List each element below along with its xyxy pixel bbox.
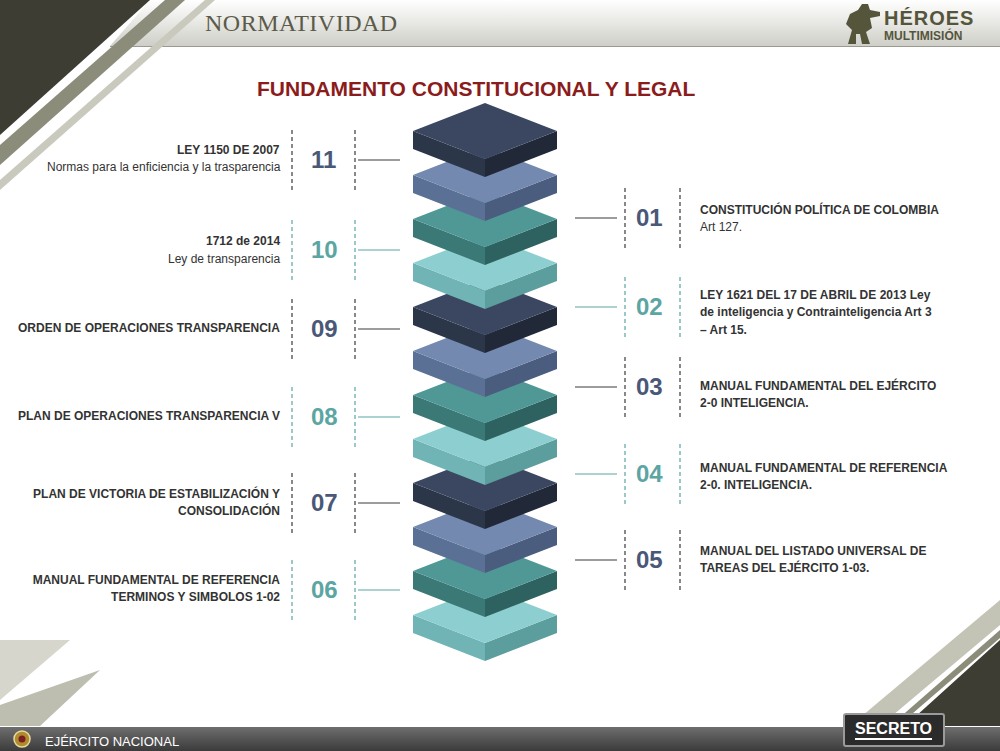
dashed-divider: [354, 130, 355, 190]
corner-stripe: [0, 670, 100, 726]
soldier-logo: [846, 4, 880, 44]
dashed-divider: [291, 560, 292, 620]
dashed-divider: [354, 220, 355, 280]
header-rule: [110, 46, 1000, 47]
callout-number: 02: [636, 295, 663, 319]
dashed-divider: [624, 188, 625, 248]
dashed-divider: [291, 220, 292, 280]
item-text: MANUAL DEL LISTADO UNIVERSAL DE TAREAS D…: [700, 543, 950, 578]
dashed-divider: [354, 387, 355, 447]
item-text: Normas para la enficiencia y la traspare…: [47, 159, 280, 176]
item-text: MANUAL FUNDAMENTAL DEL EJÉRCITO 2-0 INTE…: [700, 378, 945, 413]
army-emblem: [12, 729, 32, 749]
header-bar: [110, 0, 1000, 46]
corner-stripe: [890, 630, 1000, 726]
emblem-center: [19, 736, 26, 743]
diagram-title: FUNDAMENTO CONSTITUCIONAL Y LEGAL: [257, 77, 695, 101]
item-text: Ley de transparencia: [168, 251, 280, 268]
callout-number: 05: [636, 548, 663, 572]
leader-line: [358, 502, 400, 503]
leader-line: [358, 328, 400, 329]
dashed-divider: [291, 299, 292, 359]
item-text: PLAN DE VICTORIA DE ESTABILIZACIÓN Y CON…: [15, 486, 280, 521]
leader-lines: [292, 130, 680, 620]
item-heading: CONSTITUCIÓN POLÍTICA DE COLOMBIA: [700, 202, 939, 219]
item-heading: LEY 1150 DE 2007: [177, 142, 280, 159]
item-text: ORDEN DE OPERACIONES TRANSPARENCIA: [18, 320, 280, 337]
item-heading: 1712 de 2014: [206, 233, 280, 250]
dashed-divider: [291, 473, 292, 533]
dashed-divider: [624, 277, 625, 337]
leader-line: [358, 416, 400, 417]
dashed-divider: [679, 444, 680, 504]
leader-line: [575, 217, 617, 218]
leader-line: [358, 249, 400, 250]
item-text: PLAN DE OPERACIONES TRANSPARENCIA V: [18, 408, 280, 425]
dashed-divider: [624, 357, 625, 417]
item-text: MANUAL FUNDAMENTAL DE REFERENCIA 2-0. IN…: [700, 460, 955, 495]
dashed-divider: [624, 444, 625, 504]
item-text: MANUAL FUNDAMENTAL DE REFERENCIA TERMINO…: [25, 572, 280, 607]
corner-stripe: [0, 0, 185, 165]
callout-number: 03: [636, 375, 663, 399]
item-text: Art 127.: [700, 219, 742, 236]
callout-number: 07: [311, 491, 338, 515]
emblem-circle: [14, 731, 30, 747]
leader-line: [358, 589, 400, 590]
leader-line: [575, 559, 617, 560]
dashed-divider: [291, 130, 292, 190]
callout-number: 09: [311, 317, 338, 341]
footer-text: EJÉRCITO NACIONAL: [45, 734, 179, 749]
logo-text: MULTIMISIÓN: [884, 30, 962, 42]
callout-number: 01: [636, 206, 663, 230]
callout-number: 10: [311, 238, 338, 262]
callout-number: 08: [311, 405, 338, 429]
dashed-divider: [354, 299, 355, 359]
leader-line: [358, 159, 400, 160]
callout-number: 11: [311, 148, 336, 172]
dashed-divider: [624, 530, 625, 590]
classification-text: SECRETO: [855, 719, 932, 740]
leader-line: [575, 306, 617, 307]
dashed-divider: [679, 357, 680, 417]
callout-number: 06: [311, 578, 338, 602]
block-stack: [413, 103, 557, 661]
item-text: LEY 1621 DEL 17 DE ABRIL DE 2013 Ley de …: [700, 287, 940, 339]
corner-stripe: [850, 600, 1000, 726]
dashed-divider: [679, 277, 680, 337]
classification-box: SECRETO: [843, 713, 945, 747]
block-top: [413, 103, 557, 159]
logo-text: HÉROES: [884, 8, 974, 28]
callout-number: 04: [636, 462, 663, 486]
dashed-divider: [679, 188, 680, 248]
dashed-divider: [354, 473, 355, 533]
dashed-divider: [291, 387, 292, 447]
leader-line: [575, 386, 617, 387]
leader-line: [575, 473, 617, 474]
dashed-divider: [354, 560, 355, 620]
section-header: NORMATIVIDAD: [205, 10, 398, 37]
dashed-divider: [679, 530, 680, 590]
